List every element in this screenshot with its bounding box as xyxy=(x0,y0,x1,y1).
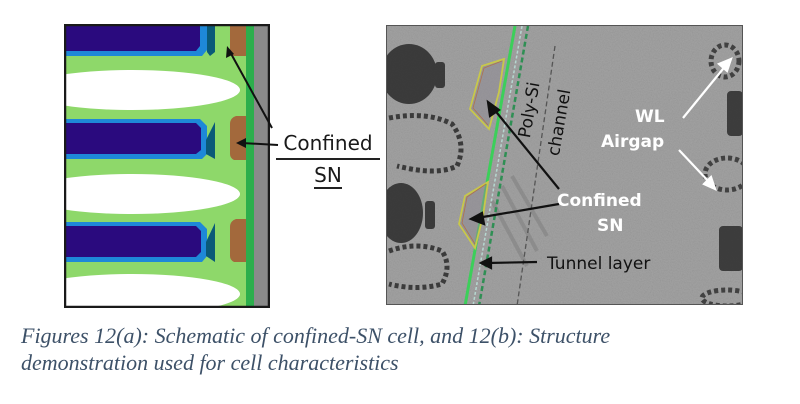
tunnel-layer-label: Tunnel layer xyxy=(547,254,651,274)
right-airgaps xyxy=(699,42,742,304)
confined-sn-callout: Confined SN xyxy=(274,130,382,189)
figure-caption: Figures 12(a): Schematic of confined-SN … xyxy=(21,322,781,376)
confined-label: Confined xyxy=(557,191,642,211)
confined-sn xyxy=(230,26,246,262)
white-arrows xyxy=(678,57,733,192)
callout-arrows xyxy=(226,46,279,148)
word-lines xyxy=(66,26,207,262)
caption-line-2: demonstration used for cell characterist… xyxy=(21,350,399,375)
confined-sn-schematic xyxy=(64,24,270,308)
caption-line-1: Figures 12(a): Schematic of confined-SN … xyxy=(21,323,611,348)
callout-divider xyxy=(276,158,380,160)
wl-label: WL xyxy=(635,107,665,127)
tem-image: Poly-Si channel WL Airgap Confined SN Tu… xyxy=(386,25,743,305)
trap-segments xyxy=(206,26,215,262)
tem-arrows xyxy=(468,99,560,270)
sn-label: SN xyxy=(597,216,624,236)
tem-structure xyxy=(387,26,742,304)
schematic-figure xyxy=(64,24,270,308)
sn-outlines xyxy=(458,57,506,251)
callout-line2: SN xyxy=(314,163,342,189)
left-wordlines xyxy=(387,44,445,243)
right-wordlines xyxy=(719,91,742,271)
airgap-label: Airgap xyxy=(601,132,665,152)
airgaps xyxy=(64,70,240,308)
callout-line1: Confined xyxy=(283,131,373,155)
left-airgaps xyxy=(388,113,464,290)
